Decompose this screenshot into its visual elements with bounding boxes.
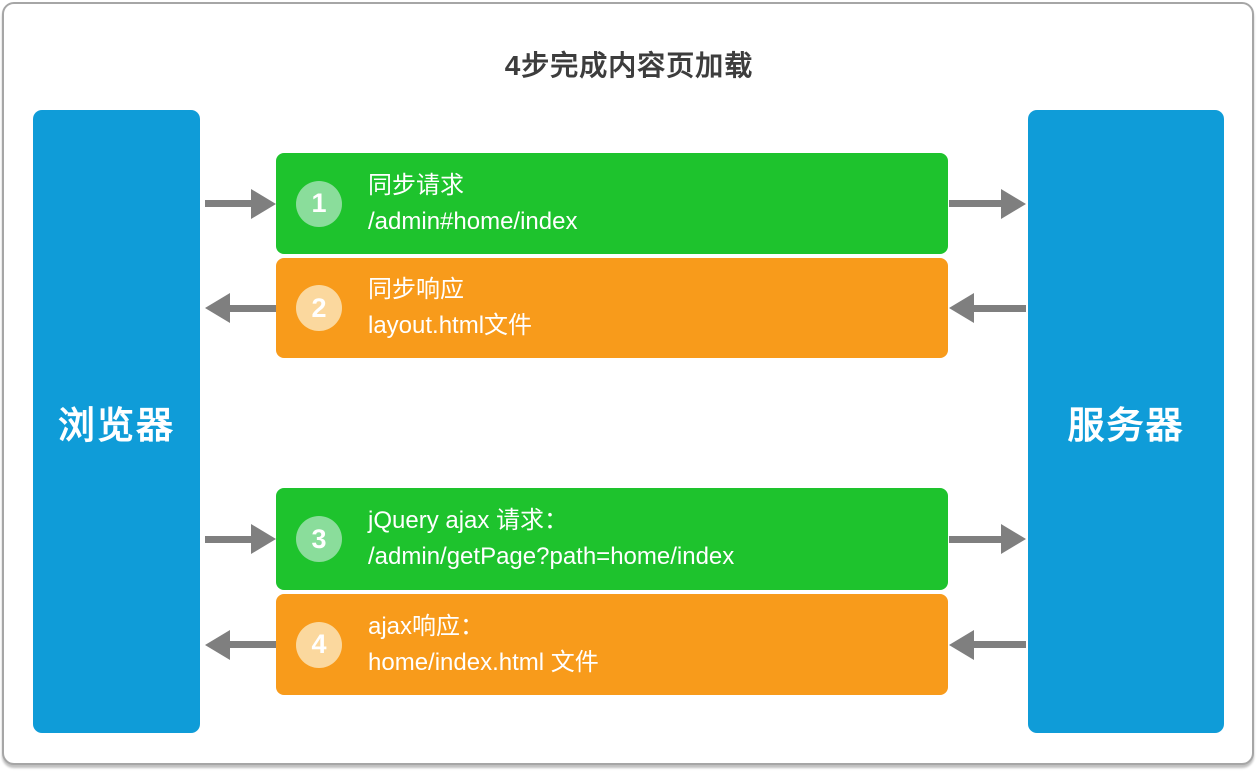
arrow-left-icon xyxy=(949,629,1026,660)
step1-request-bar: 1 同步请求 /admin#home/index xyxy=(276,153,948,254)
browser-label: 浏览器 xyxy=(58,404,175,446)
step3-detail: /admin/getPage?path=home/index xyxy=(368,543,735,570)
step1-left-arrow-zone xyxy=(205,153,276,254)
arrow-head xyxy=(1001,188,1026,219)
arrow-right-icon xyxy=(949,188,1026,219)
step2-right-arrow-zone xyxy=(949,258,1026,358)
step2-number-badge: 2 xyxy=(296,285,342,331)
step4-number-badge: 4 xyxy=(296,621,342,668)
arrow-right-icon xyxy=(205,524,276,554)
diagram-title: 4步完成内容页加载 xyxy=(504,50,754,81)
step3-request-bar: 3 jQuery ajax 请求： /admin/getPage?path=ho… xyxy=(276,488,948,590)
step2-text: 同步响应 layout.html文件 xyxy=(368,272,532,344)
step3-number: 3 xyxy=(311,523,327,554)
step1-detail: /admin#home/index xyxy=(368,207,578,235)
step4-left-arrow-zone xyxy=(205,594,276,695)
arrow-right-icon xyxy=(949,524,1026,554)
step3-right-arrow-zone xyxy=(949,488,1026,590)
arrow-left-icon xyxy=(205,293,276,323)
step3-left-arrow-zone xyxy=(205,488,276,590)
arrow-right-icon xyxy=(205,188,276,219)
step2-left-arrow-zone xyxy=(205,258,276,358)
server-label: 服务器 xyxy=(1067,404,1185,446)
step2-detail: layout.html文件 xyxy=(368,312,533,339)
step3-title: jQuery ajax 请求： xyxy=(368,507,569,534)
arrow-left-icon xyxy=(205,629,276,660)
step4-detail: home/index.html 文件 xyxy=(368,648,599,676)
arrow-head xyxy=(205,293,230,323)
arrow-shaft xyxy=(230,641,276,648)
arrow-shaft xyxy=(974,641,1026,648)
step4-right-arrow-zone xyxy=(949,594,1026,695)
step4-number: 4 xyxy=(311,629,327,659)
arrow-shaft xyxy=(230,304,276,312)
step3-number-badge: 3 xyxy=(296,516,342,562)
step2-number: 2 xyxy=(311,292,327,323)
arrow-shaft xyxy=(949,200,1001,207)
arrow-shaft xyxy=(974,304,1026,312)
step1-text: 同步请求 /admin#home/index xyxy=(368,168,577,240)
step4-text: ajax响应： home/index.html 文件 xyxy=(368,609,599,681)
arrow-left-icon xyxy=(949,293,1026,323)
step1-number: 1 xyxy=(311,188,327,218)
arrow-shaft xyxy=(205,535,251,543)
arrow-head xyxy=(205,629,230,660)
arrow-head xyxy=(949,293,974,323)
browser-box: 浏览器 xyxy=(33,110,200,733)
step3-text: jQuery ajax 请求： /admin/getPage?path=home… xyxy=(368,503,734,575)
step1-right-arrow-zone xyxy=(949,153,1026,254)
step4-title: ajax响应： xyxy=(368,612,485,640)
step2-response-bar: 2 同步响应 layout.html文件 xyxy=(276,258,948,358)
step1-number-badge: 1 xyxy=(296,180,342,227)
arrow-shaft xyxy=(949,535,1001,543)
arrow-shaft xyxy=(205,200,251,207)
arrow-head xyxy=(251,188,276,219)
step2-title: 同步响应 xyxy=(368,276,464,303)
arrow-head xyxy=(1001,524,1026,554)
step1-title: 同步请求 xyxy=(368,171,464,199)
step4-response-bar: 4 ajax响应： home/index.html 文件 xyxy=(276,594,948,695)
arrow-head xyxy=(251,524,276,554)
arrow-head xyxy=(949,629,974,660)
server-box: 服务器 xyxy=(1028,110,1224,733)
